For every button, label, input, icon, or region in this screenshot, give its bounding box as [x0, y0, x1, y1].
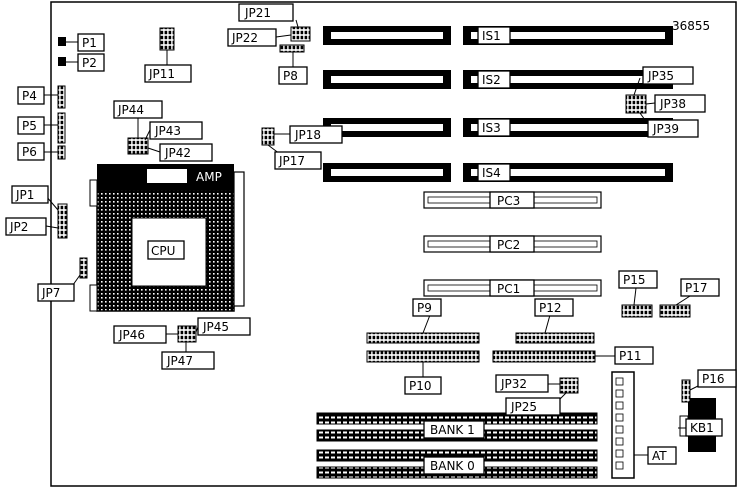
label-is3: IS3: [482, 121, 501, 135]
label-p12: P12: [539, 301, 562, 315]
label-bank1: BANK 1: [430, 423, 475, 437]
board-id: 36855: [672, 19, 710, 33]
label-p10: P10: [409, 379, 432, 393]
label-at: AT: [652, 449, 667, 463]
label-jp11: JP11: [148, 67, 175, 81]
label-jp1: JP1: [15, 188, 34, 202]
label-jp35: JP35: [647, 69, 674, 83]
label-p5: P5: [22, 119, 37, 133]
slot-labels: IS1 IS2 IS3 IS4 PC3 PC2 PC1 BANK 1 BANK …: [423, 26, 535, 475]
label-jp47: JP47: [166, 354, 193, 368]
label-p11: P11: [619, 349, 642, 363]
socket-brand: AMP: [196, 170, 222, 184]
label-jp2: JP2: [9, 220, 28, 234]
isa-slots: [323, 26, 673, 182]
label-jp18: JP18: [294, 128, 321, 142]
label-p17: P17: [685, 281, 708, 295]
label-jp21: JP21: [244, 6, 271, 20]
label-p8: P8: [283, 69, 298, 83]
label-pc2: PC2: [497, 238, 520, 252]
label-p1: P1: [82, 36, 97, 50]
label-p16: P16: [702, 372, 725, 386]
label-jp7: JP7: [41, 286, 60, 300]
at-connector: [611, 371, 635, 479]
label-bank0: BANK 0: [430, 459, 475, 473]
label-jp32: JP32: [500, 377, 527, 391]
label-pc1: PC1: [497, 282, 520, 296]
label-p9: P9: [417, 301, 432, 315]
ide-headers: [366, 332, 596, 363]
label-jp17: JP17: [278, 154, 305, 168]
label-is4: IS4: [482, 166, 501, 180]
connector-labels: P1 P2 P4 P5 P6 P8 P9 P10 P11 P12 P15 P16…: [17, 33, 737, 465]
label-kb1: KB1: [690, 421, 714, 435]
label-p2: P2: [82, 56, 97, 70]
cpu-label: CPU: [151, 244, 175, 258]
label-jp42: JP42: [164, 146, 191, 160]
label-jp39: JP39: [652, 122, 679, 136]
label-pc3: PC3: [497, 194, 520, 208]
cpu-socket: AMP CPU: [89, 164, 245, 312]
jumper-labels: JP1 JP2 JP7 JP11 JP21 JP22 JP44 JP43 JP4…: [5, 3, 706, 416]
p17-header: [659, 304, 691, 318]
p16-header: [681, 379, 691, 403]
label-jp22: JP22: [231, 31, 258, 45]
label-jp45: JP45: [202, 320, 229, 334]
label-is2: IS2: [482, 73, 501, 87]
label-p15: P15: [623, 273, 646, 287]
label-jp43: JP43: [154, 124, 181, 138]
label-jp46: JP46: [118, 328, 145, 342]
label-p4: P4: [22, 89, 37, 103]
p15-header: [621, 304, 653, 318]
label-jp38: JP38: [659, 97, 686, 111]
label-jp44: JP44: [117, 103, 144, 117]
label-p6: P6: [22, 145, 37, 159]
label-is1: IS1: [482, 29, 501, 43]
label-jp25: JP25: [510, 400, 537, 414]
jumper-blocks: [57, 26, 647, 394]
